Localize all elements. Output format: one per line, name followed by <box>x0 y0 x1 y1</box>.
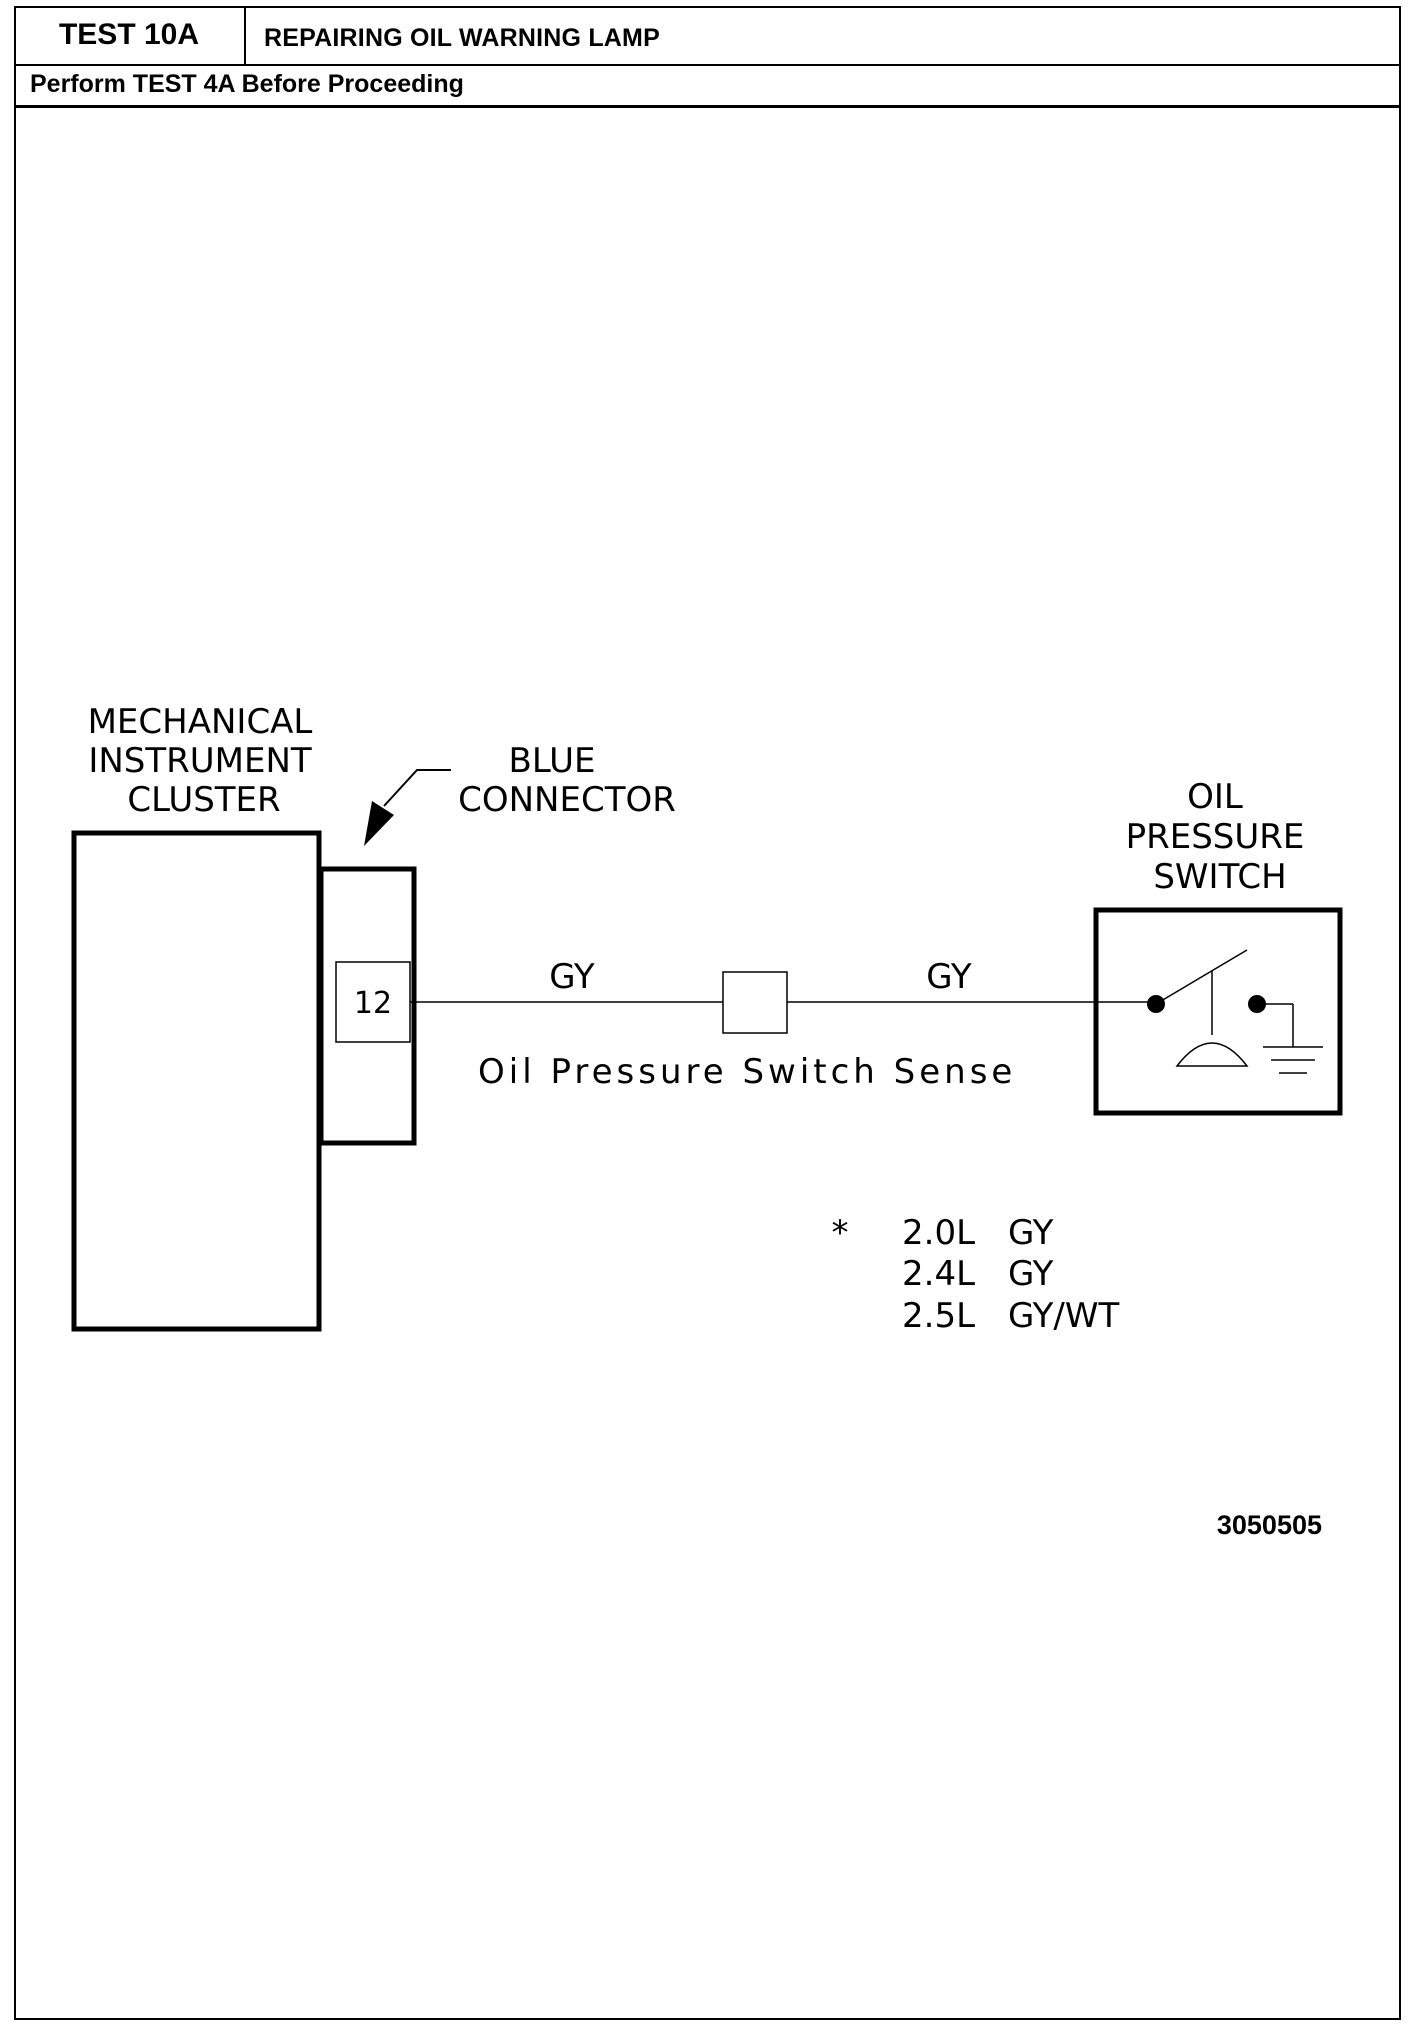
page-frame <box>14 6 1401 2020</box>
connector-label-line-2: CONNECTOR <box>458 780 676 820</box>
connector-label-line-1: BLUE <box>509 741 596 781</box>
wire-color-left: GY <box>549 957 595 997</box>
oil-pressure-switch-box <box>1093 907 1343 1116</box>
switch-label-line-1: OIL <box>1187 777 1243 817</box>
note-wire-2: GY <box>1008 1254 1054 1294</box>
note-engine-2: 2.4L <box>902 1254 975 1294</box>
switch-label-line-2: PRESSURE <box>1126 817 1305 857</box>
note-wire-3: GY/WT <box>1008 1296 1119 1336</box>
test-id: TEST 10A <box>14 6 246 64</box>
figure-number: 3050505 <box>1217 1510 1322 1540</box>
header-row: TEST 10A REPAIRING OIL WARNING LAMP <box>14 6 1401 66</box>
ground-icon <box>1263 1046 1323 1074</box>
switch-blade <box>1155 949 1248 1005</box>
note-marker: * <box>832 1213 849 1253</box>
note-engine-1: 2.0L <box>902 1213 975 1253</box>
cluster-label-line-1: MECHANICAL <box>88 702 313 742</box>
inline-splice <box>722 971 788 1034</box>
prerequisite-text: Perform TEST 4A Before Proceeding <box>30 70 464 98</box>
prerequisite-row: Perform TEST 4A Before Proceeding <box>14 66 1401 108</box>
instrument-cluster-box <box>71 830 322 1332</box>
test-title: REPAIRING OIL WARNING LAMP <box>264 24 660 52</box>
pin-number: 12 <box>354 986 392 1021</box>
cluster-label-line-3: CLUSTER <box>127 780 280 820</box>
circuit-name: Oil Pressure Switch Sense <box>478 1052 1016 1092</box>
cluster-label-line-2: INSTRUMENT <box>88 741 312 781</box>
blue-connector-box <box>318 866 417 1146</box>
note-wire-1: GY <box>1008 1213 1054 1253</box>
switch-label-line-3: SWITCH <box>1153 857 1286 897</box>
pressure-diaphragm-icon <box>1175 1042 1249 1067</box>
connector-arrowhead <box>364 801 394 846</box>
note-engine-3: 2.5L <box>902 1296 975 1336</box>
connector-leader-line <box>383 769 451 807</box>
wire-color-right: GY <box>926 957 972 997</box>
